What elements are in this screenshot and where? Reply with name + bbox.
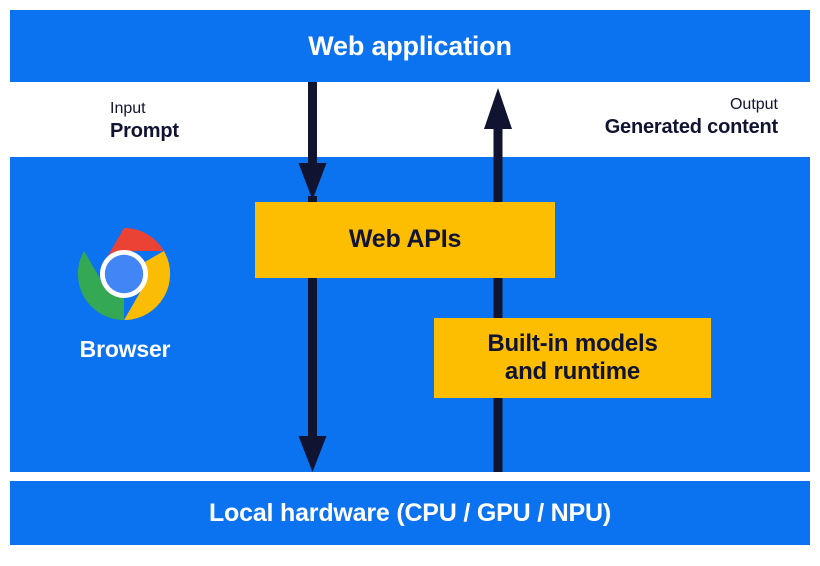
builtin-models-line2: and runtime: [504, 358, 641, 385]
input-kind-label: Input: [110, 100, 146, 117]
web-application-band: Web application: [10, 10, 810, 82]
builtin-models-label: Built-in models and runtime: [487, 329, 658, 387]
input-value-label: Prompt: [110, 120, 179, 143]
local-hardware-label: Local hardware (CPU / GPU / NPU): [208, 498, 611, 527]
output-value-label: Generated content: [604, 116, 779, 139]
output-kind-label: Output: [729, 96, 778, 113]
web-apis-label: Web APIs: [348, 225, 462, 254]
local-hardware-band: Local hardware (CPU / GPU / NPU): [10, 481, 810, 545]
web-application-label: Web application: [308, 30, 512, 61]
browser-caption-label: Browser: [79, 336, 171, 362]
chrome-logo-icon: [77, 227, 171, 321]
input-label-group: Input Prompt: [110, 99, 179, 145]
builtin-models-box[interactable]: Built-in models and runtime: [434, 318, 711, 398]
builtin-models-line1: Built-in models: [487, 329, 658, 357]
output-label-group: Output Generated content: [604, 95, 779, 141]
web-apis-box[interactable]: Web APIs: [255, 202, 555, 278]
